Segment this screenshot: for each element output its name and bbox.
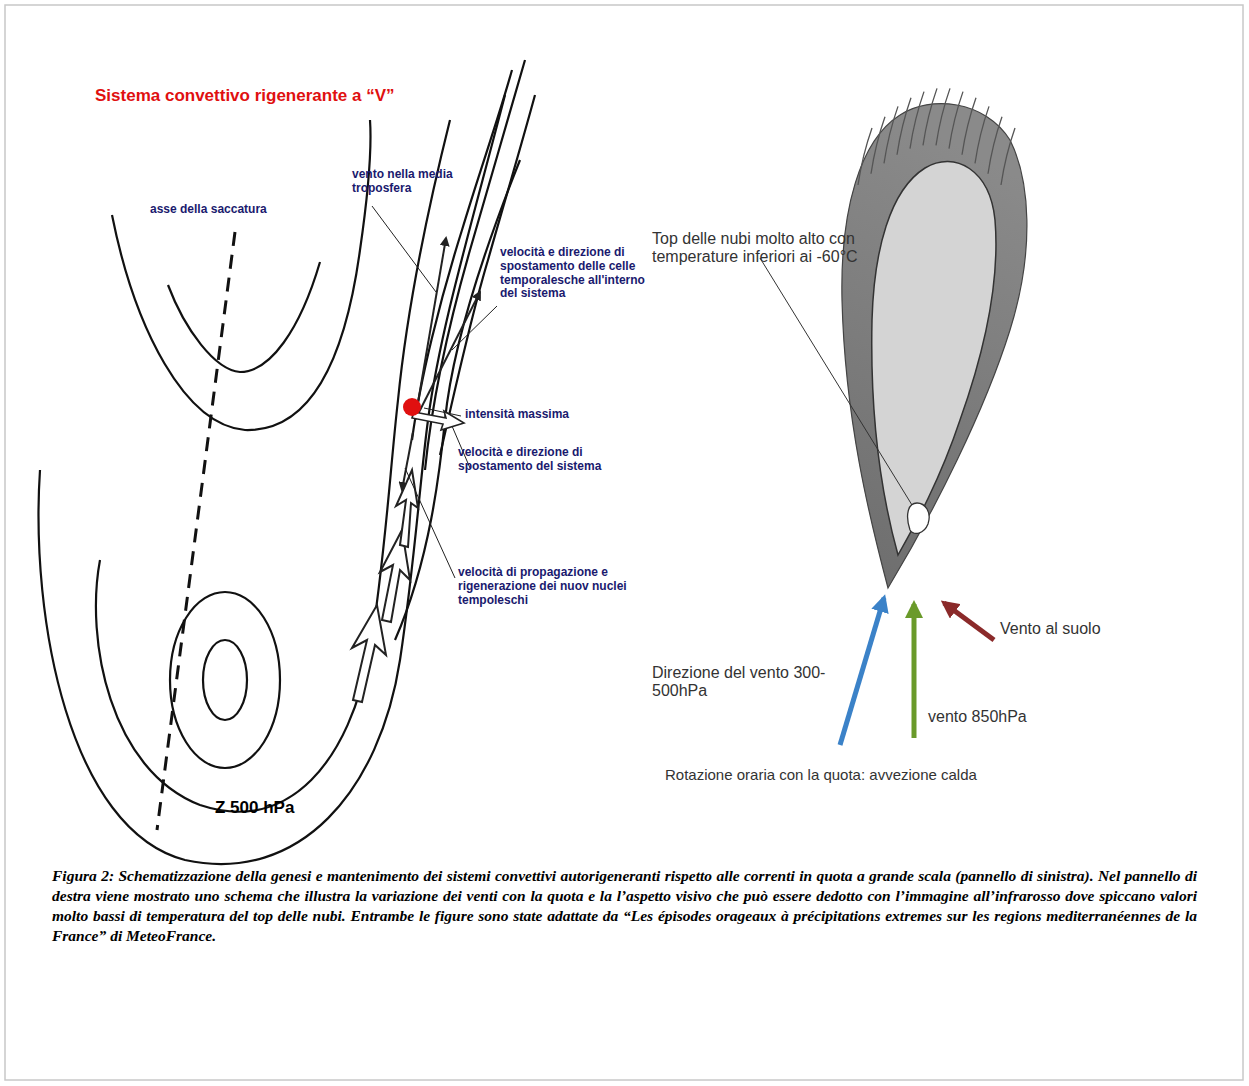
leader-lines: [372, 206, 497, 578]
leader-line: [760, 258, 912, 505]
cirrus-streak: [884, 106, 898, 163]
annotation-label: Top delle nubi molto alto con temperatur…: [652, 230, 892, 267]
surface-wind-arrow: [944, 603, 994, 640]
cirrus-streak: [988, 117, 1002, 174]
wind-850-arrow: [912, 604, 917, 738]
cirrus-streak: [962, 98, 976, 155]
cirrus-streaks: [858, 88, 1015, 185]
annotation-label: velocità e direzione di spostamento dell…: [500, 246, 645, 301]
figure-title: Sistema convettivo rigenerante a “V”: [95, 86, 515, 106]
cirrus-streak: [923, 88, 937, 145]
cirrus-streak: [936, 88, 950, 145]
annotation-label: asse della saccatura: [150, 203, 330, 217]
cirrus-streak: [897, 98, 911, 155]
annotation-label: Rotazione oraria con la quota: avvezione…: [665, 766, 1085, 783]
cirrus-streak: [910, 92, 924, 149]
annotation-label: Z 500 hPa: [215, 798, 345, 818]
annotation-label: Direzione del vento 300-500hPa: [652, 664, 852, 701]
cloud-shape: [842, 104, 1027, 588]
cirrus-streak: [871, 117, 885, 174]
annotation-label: velocità e direzione di spostamento del …: [458, 446, 608, 474]
cirrus-streak: [975, 106, 989, 163]
propagation-arrows: [352, 470, 418, 702]
figure-caption: Figura 2: Schematizzazione della genesi …: [52, 866, 1197, 947]
annotation-label: velocità di propagazione e rigenerazione…: [458, 566, 648, 607]
cirrus-streak: [858, 128, 872, 185]
upper-wind-arrow: [840, 598, 884, 745]
annotation-label: Vento al suolo: [1000, 620, 1170, 638]
max-intensity-dot: [403, 398, 421, 416]
cirrus-streak: [949, 92, 963, 149]
annotation-label: vento 850hPa: [928, 708, 1078, 726]
cirrus-streak: [1001, 128, 1015, 185]
annotation-label: vento nella media troposfera: [352, 168, 492, 196]
frame: [5, 5, 1243, 1080]
trough-axis: [157, 232, 235, 830]
system-motion-arrow: [412, 411, 464, 430]
annotation-label: intensità massima: [465, 408, 615, 422]
